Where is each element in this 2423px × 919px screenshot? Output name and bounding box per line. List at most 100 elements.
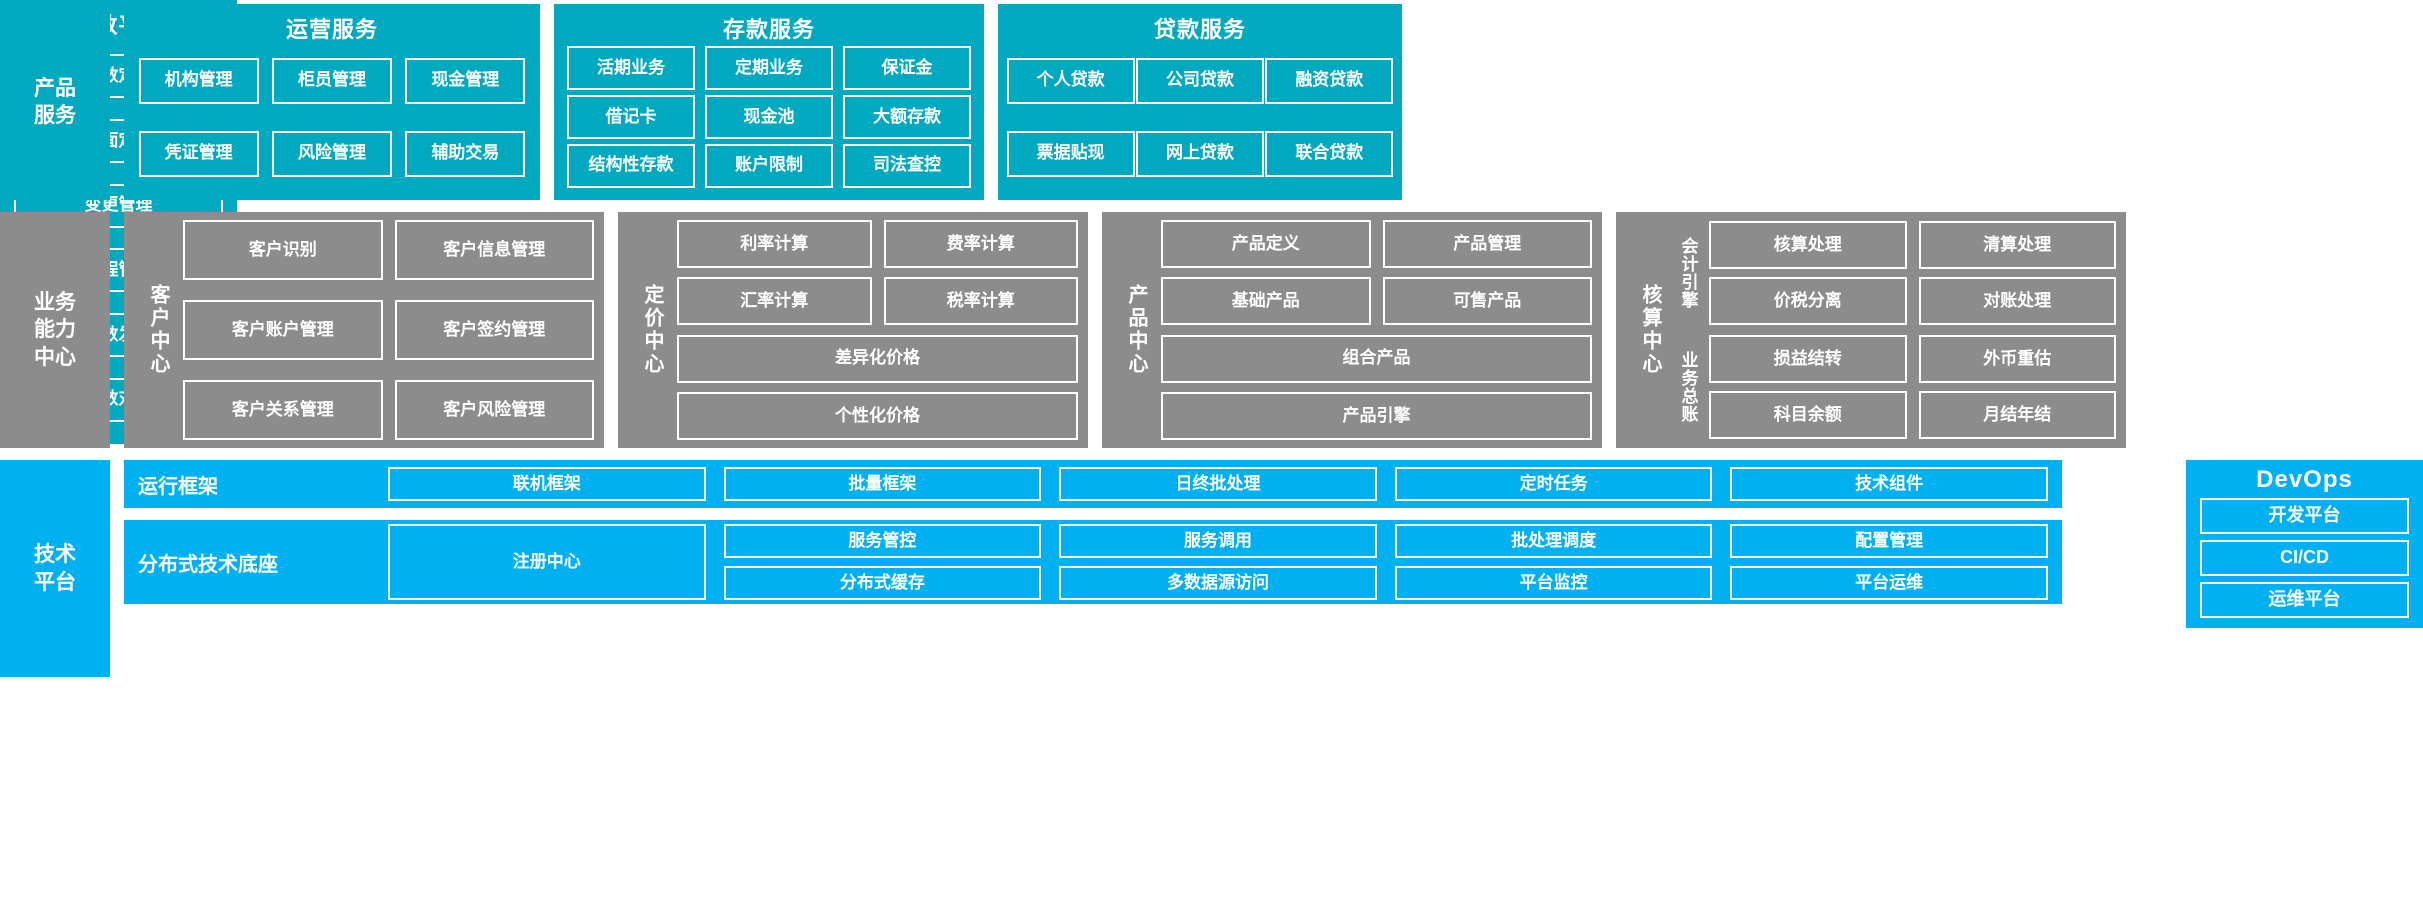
- tech-tile[interactable]: 服务管控: [723, 524, 1042, 558]
- capability-tile[interactable]: 客户账户管理: [183, 300, 383, 360]
- capability-tile[interactable]: 核算处理: [1709, 221, 1907, 269]
- group-title-loan-services: 贷款服务: [1153, 17, 1246, 42]
- capability-tile[interactable]: 价税分离: [1709, 277, 1907, 325]
- subgroup-label-business-ledger: 业务总账: [1678, 351, 1698, 423]
- capability-tile[interactable]: 客户关系管理: [183, 380, 383, 440]
- group-row: 活期业务 定期业务 保证金: [554, 44, 984, 93]
- tech-tile[interactable]: 定时任务: [1394, 467, 1713, 501]
- tech-tile[interactable]: 分布式缓存: [723, 566, 1042, 600]
- service-tile[interactable]: 票据贴现: [1006, 130, 1135, 177]
- capability-tile[interactable]: 基础产品: [1161, 277, 1371, 326]
- group-loan-services[interactable]: 贷款服务 个人贷款 公司贷款 融资贷款 票据贴现 网上贷款 联合贷款: [998, 4, 1402, 200]
- center-row: 核算处理 清算处理: [1709, 221, 2116, 269]
- tech-tile[interactable]: 批处理调度: [1394, 524, 1713, 558]
- capability-tile[interactable]: 客户信息管理: [394, 220, 594, 280]
- center-row: 客户关系管理 客户风险管理: [183, 380, 594, 440]
- service-tile[interactable]: 凭证管理: [138, 130, 259, 177]
- group-row: 机构管理 柜员管理 现金管理: [124, 44, 540, 117]
- tech-tile[interactable]: 平台运维: [1730, 566, 2048, 600]
- service-tile[interactable]: 融资贷款: [1265, 57, 1394, 104]
- capability-tile[interactable]: 利率计算: [677, 220, 872, 268]
- center-row: 科目余额 月结年结: [1709, 391, 2116, 439]
- tech-tile[interactable]: 批量框架: [723, 467, 1042, 501]
- layer-business-capability: 业务 能力 中心 客户中心 客户识别 客户信息管理 客户账户管理 客户签约管理 …: [0, 212, 2423, 448]
- center-label-accounting: 核算中心: [1639, 284, 1661, 376]
- service-tile[interactable]: 公司贷款: [1135, 57, 1264, 104]
- devops-tile[interactable]: CI/CD: [2200, 540, 2409, 576]
- center-pricing[interactable]: 定价中心 利率计算 费率计算 汇率计算 税率计算 差异化价格 个性化价格: [618, 212, 1088, 448]
- center-label-product: 产品中心: [1125, 284, 1147, 376]
- service-tile[interactable]: 网上贷款: [1135, 130, 1264, 177]
- capability-tile[interactable]: 月结年结: [1918, 391, 2116, 439]
- tech-tile[interactable]: 配置管理: [1730, 524, 2048, 558]
- capability-tile[interactable]: 税率计算: [883, 277, 1078, 326]
- group-deposit-services[interactable]: 存款服务 活期业务 定期业务 保证金 借记卡 现金池 大额存款 结构性存款 账户…: [554, 4, 984, 200]
- service-tile[interactable]: 联合贷款: [1265, 130, 1394, 177]
- service-tile[interactable]: 司法查控: [843, 143, 971, 188]
- service-tile[interactable]: 大额存款: [843, 95, 971, 139]
- capability-tile[interactable]: 客户识别: [183, 220, 383, 280]
- capability-tile[interactable]: 可售产品: [1382, 277, 1592, 326]
- center-row: 产品定义 产品管理: [1161, 220, 1592, 268]
- devops-tile[interactable]: 开发平台: [2200, 498, 2409, 534]
- tech-tile[interactable]: 服务调用: [1059, 524, 1377, 558]
- layer-product-services: 产品 服务 运营服务 机构管理 柜员管理 现金管理 凭证管理 风险管理 辅助交易…: [0, 4, 2423, 200]
- subgroup-business-ledger: 业务总账 损益结转 外币重估 科目余额 月结年结: [1675, 334, 2116, 440]
- service-tile[interactable]: 定期业务: [705, 46, 833, 91]
- capability-tile-wide[interactable]: 差异化价格: [677, 334, 1078, 383]
- service-tile[interactable]: 现金管理: [405, 57, 526, 104]
- layer-label-technical-platform: 技术 平台: [0, 460, 110, 677]
- service-tile[interactable]: 保证金: [843, 46, 971, 91]
- service-tile[interactable]: 借记卡: [567, 95, 695, 139]
- service-tile[interactable]: 个人贷款: [1006, 57, 1135, 104]
- panel-title-devops: DevOps: [2256, 466, 2353, 493]
- business-capability-rail-text: 业务 能力 中心: [34, 291, 76, 369]
- capability-tile[interactable]: 客户签约管理: [394, 300, 594, 360]
- tech-tile[interactable]: 平台监控: [1394, 566, 1713, 600]
- tech-tile[interactable]: 多数据源访问: [1059, 566, 1377, 600]
- center-label-pricing: 定价中心: [641, 284, 663, 376]
- capability-tile[interactable]: 损益结转: [1709, 335, 1907, 383]
- service-tile[interactable]: 机构管理: [138, 57, 259, 104]
- center-customer[interactable]: 客户中心 客户识别 客户信息管理 客户账户管理 客户签约管理 客户关系管理 客户…: [124, 212, 604, 448]
- service-tile[interactable]: 柜员管理: [271, 57, 392, 104]
- tech-tile[interactable]: 日终批处理: [1059, 467, 1377, 501]
- center-row: 汇率计算 税率计算: [677, 277, 1078, 326]
- capability-tile[interactable]: 客户风险管理: [394, 380, 594, 440]
- parameter-tile[interactable]: 变更管理: [14, 183, 223, 228]
- capability-tile[interactable]: 对账处理: [1918, 277, 2116, 325]
- band-runtime-framework[interactable]: 运行框架 联机框架 批量框架 日终批处理 定时任务 技术组件: [124, 460, 2062, 508]
- capability-tile-wide[interactable]: 个性化价格: [677, 391, 1078, 440]
- group-row: 结构性存款 账户限制 司法查控: [554, 141, 984, 190]
- capability-tile[interactable]: 汇率计算: [677, 277, 872, 326]
- layer-technical-platform: 技术 平台 运行框架 联机框架 批量框架 日终批处理 定时任务 技术组件 分布式…: [0, 460, 2423, 915]
- service-tile[interactable]: 账户限制: [705, 143, 833, 188]
- group-operation-services[interactable]: 运营服务 机构管理 柜员管理 现金管理 凭证管理 风险管理 辅助交易: [124, 4, 540, 200]
- service-tile[interactable]: 风险管理: [271, 130, 392, 177]
- tech-tile[interactable]: 联机框架: [388, 467, 706, 501]
- technical-platform-rail-text: 技术 平台: [34, 543, 76, 594]
- tech-tile[interactable]: 注册中心: [388, 524, 706, 600]
- capability-tile[interactable]: 费率计算: [883, 220, 1078, 268]
- service-tile[interactable]: 结构性存款: [567, 143, 695, 188]
- product-services-rail-text: 产品 服务: [34, 76, 76, 127]
- center-accounting[interactable]: 核算中心 会计引擎 核算处理 清算处理 价税分离 对账处理: [1616, 212, 2126, 448]
- capability-tile[interactable]: 外币重估: [1918, 335, 2116, 383]
- service-tile[interactable]: 活期业务: [567, 46, 695, 91]
- capability-tile-wide[interactable]: 产品引擎: [1161, 391, 1592, 440]
- capability-tile[interactable]: 清算处理: [1918, 221, 2116, 269]
- group-row: 凭证管理 风险管理 辅助交易: [124, 117, 540, 190]
- service-tile[interactable]: 现金池: [705, 95, 833, 139]
- capability-tile[interactable]: 产品定义: [1161, 220, 1371, 268]
- tech-tile[interactable]: 技术组件: [1730, 467, 2048, 501]
- panel-devops[interactable]: DevOps 开发平台 CI/CD 运维平台: [2186, 460, 2423, 628]
- capability-tile[interactable]: 产品管理: [1382, 220, 1592, 268]
- center-product[interactable]: 产品中心 产品定义 产品管理 基础产品 可售产品 组合产品 产品引擎: [1102, 212, 1602, 448]
- band-distributed-base[interactable]: 分布式技术底座 注册中心 服务管控 分布式缓存 服务调用 多数据源访问 批处理调…: [124, 520, 2062, 604]
- capability-tile[interactable]: 科目余额: [1709, 391, 1907, 439]
- group-row: 票据贴现 网上贷款 联合贷款: [998, 117, 1402, 190]
- capability-tile-wide[interactable]: 组合产品: [1161, 334, 1592, 383]
- center-row: 基础产品 可售产品: [1161, 277, 1592, 326]
- service-tile[interactable]: 辅助交易: [405, 130, 526, 177]
- devops-tile[interactable]: 运维平台: [2200, 582, 2409, 618]
